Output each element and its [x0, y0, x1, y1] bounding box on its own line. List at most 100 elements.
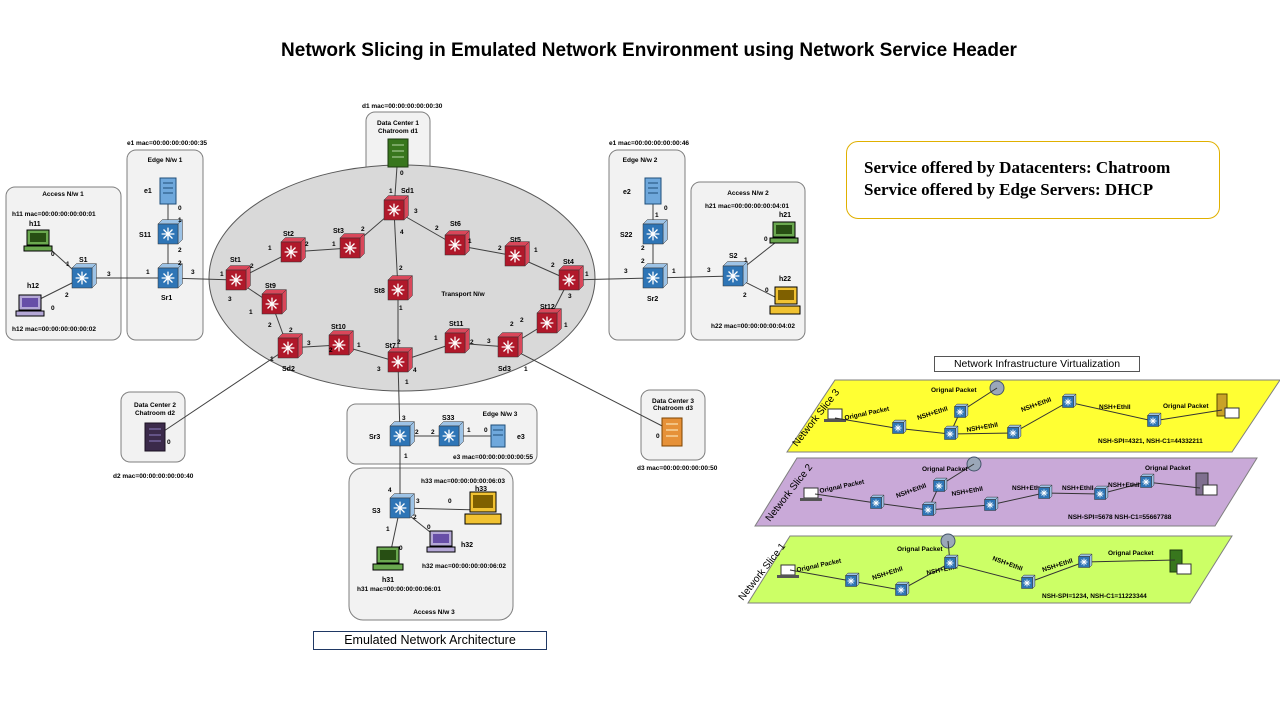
svg-text:2: 2: [399, 265, 403, 272]
svg-text:2: 2: [520, 317, 524, 324]
svg-text:1: 1: [405, 379, 409, 386]
svg-text:1: 1: [534, 247, 538, 254]
switch-sr2-icon: [642, 262, 669, 289]
node-S33: S33: [442, 415, 455, 422]
mac-h21: h21 mac=00:00:00:00:04:01: [705, 203, 789, 210]
svg-text:NSH+EthII: NSH+EthII: [1062, 485, 1094, 492]
mac-e3: e3 mac=00:00:00:00:00:55: [453, 454, 533, 461]
svg-text:1: 1: [389, 188, 393, 195]
switch-s22-icon: [642, 218, 669, 245]
svg-text:0: 0: [399, 545, 403, 552]
svg-text:1: 1: [404, 453, 408, 460]
svg-text:1: 1: [655, 212, 659, 219]
svg-text:1: 1: [524, 366, 528, 373]
svg-text:1: 1: [178, 217, 182, 224]
mac-h31: h31 mac=00:00:00:00:06:01: [357, 586, 441, 593]
edge-service-text: Service offered by Edge Servers: DHCP: [864, 180, 1154, 199]
slice-1-plane: Network Slice 1 Orignal Packet Orignal P…: [737, 533, 1233, 604]
mac-d3: d3 mac=00:00:00:00:00:50: [637, 465, 718, 472]
node-S3: S3: [372, 508, 381, 515]
svg-text:2: 2: [178, 247, 182, 254]
slice-switch-icon: [983, 496, 999, 512]
svg-text:Orignal Packet: Orignal Packet: [897, 546, 943, 553]
datacenter-d2-icon: [144, 422, 166, 452]
host-h22-icon: [769, 286, 801, 315]
svg-text:2: 2: [415, 429, 419, 436]
slice-switch-icon: [953, 403, 969, 419]
slice-switch-icon: [1061, 393, 1077, 409]
host-h32-icon: [426, 530, 456, 553]
router-sd3-icon: [497, 331, 524, 358]
mac-labels: h11 mac=00:00:00:00:00:01 h12 mac=00:00:…: [12, 103, 795, 593]
node-Sd1: Sd1: [401, 188, 414, 195]
svg-text:3: 3: [568, 293, 572, 300]
svg-text:1: 1: [146, 269, 150, 276]
mac-h32: h32 mac=00:00:00:00:06:02: [422, 563, 506, 570]
node-Sd2: Sd2: [282, 366, 295, 373]
svg-text:3: 3: [624, 268, 628, 275]
datacenter-d3-icon: [661, 417, 683, 447]
node-St7: St7: [385, 343, 396, 350]
host-h21-icon: [769, 221, 799, 244]
server-e3-icon: [490, 424, 506, 448]
switch-s1-icon: [71, 262, 98, 289]
host-h12-icon: [15, 294, 45, 317]
label-edge1: Edge N/w 1: [148, 157, 183, 164]
slice-switch-icon: [1093, 485, 1109, 501]
svg-text:3: 3: [707, 267, 711, 274]
router-st10-icon: [328, 329, 355, 356]
svg-text:4: 4: [400, 229, 404, 236]
svg-text:1: 1: [744, 257, 748, 264]
svg-text:0: 0: [664, 205, 668, 212]
svg-text:1: 1: [268, 245, 272, 252]
label-dc3-line1: Data Center 3: [652, 398, 694, 405]
node-Sd3: Sd3: [498, 366, 511, 373]
svg-text:0: 0: [765, 287, 769, 294]
label-edge3: Edge N/w 3: [483, 411, 518, 418]
router-st2-icon: [280, 236, 307, 263]
server-e2-icon: [644, 177, 662, 205]
host-h33-icon: [464, 491, 502, 525]
switch-s33-icon: [438, 420, 465, 447]
svg-text:2: 2: [743, 292, 747, 299]
node-St5: St5: [510, 237, 521, 244]
svg-text:3: 3: [414, 208, 418, 215]
svg-text:1: 1: [332, 241, 336, 248]
mac-h22: h22 mac=00:00:00:00:04:02: [711, 323, 795, 330]
node-St1: St1: [230, 257, 241, 264]
svg-text:2: 2: [178, 260, 182, 267]
svg-text:0: 0: [484, 427, 488, 434]
svg-text:2: 2: [289, 327, 293, 334]
mac-d1: d1 mac=00:00:00:00:00:30: [362, 103, 443, 110]
svg-text:2: 2: [305, 241, 309, 248]
slice-switch-icon: [1146, 412, 1162, 428]
svg-text:3: 3: [191, 269, 195, 276]
node-St4: St4: [563, 259, 574, 266]
svg-text:0: 0: [427, 524, 431, 531]
node-St9: St9: [265, 283, 276, 290]
svg-text:2: 2: [250, 263, 254, 270]
mac-e2: e1 mac=00:00:00:00:00:46: [609, 140, 689, 147]
label-edge2: Edge N/w 2: [623, 157, 658, 164]
svg-text:Orignal Packet: Orignal Packet: [922, 466, 968, 473]
svg-text:2: 2: [431, 429, 435, 436]
slice-switch-icon: [1139, 473, 1155, 489]
svg-text:2: 2: [641, 258, 645, 265]
svg-text:1: 1: [468, 238, 472, 245]
svg-text:2: 2: [470, 339, 474, 346]
label-access3: Access N/w 3: [413, 609, 455, 616]
svg-text:2: 2: [435, 225, 439, 232]
node-St11: St11: [449, 321, 464, 328]
svg-text:0: 0: [764, 236, 768, 243]
svg-text:3: 3: [377, 366, 381, 373]
node-S22: S22: [620, 232, 633, 239]
svg-text:0: 0: [400, 170, 404, 177]
slice-1-id: NSH-SPI=1234, NSH-C1=11223344: [1042, 593, 1147, 600]
svg-text:2: 2: [641, 245, 645, 252]
host-h11-icon: [23, 229, 53, 252]
node-h22: h22: [779, 276, 791, 283]
slice-switch-icon: [891, 419, 907, 435]
node-S2: S2: [729, 253, 738, 260]
svg-text:3: 3: [307, 340, 311, 347]
